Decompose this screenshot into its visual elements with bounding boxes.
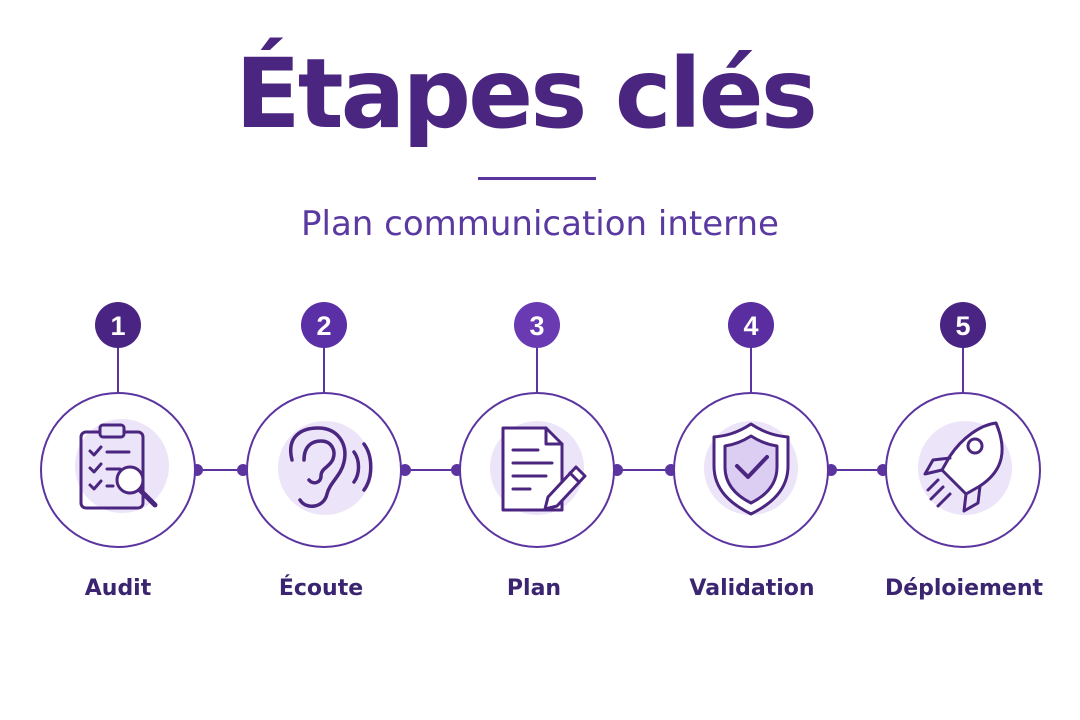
page-title: Étapes clés — [235, 38, 818, 150]
step-number: 2 — [316, 311, 331, 341]
step-2: 2 — [246, 302, 402, 548]
title-divider — [478, 177, 596, 180]
step-number: 3 — [529, 311, 544, 341]
step-5: 5 — [885, 302, 1041, 548]
rocket-icon — [918, 421, 1012, 515]
step-number: 1 — [110, 311, 125, 341]
step-label-deploiement: Déploiement — [884, 576, 1044, 601]
document-pencil-icon — [490, 421, 587, 515]
ear-icon — [278, 421, 373, 515]
step-number: 5 — [955, 311, 970, 341]
shield-check-icon — [704, 421, 798, 516]
step-number-badge — [301, 302, 347, 348]
step-number-badge — [95, 302, 141, 348]
step-number: 4 — [743, 311, 758, 341]
step-4: 4 — [673, 302, 829, 548]
step-label-audit: Audit — [84, 576, 152, 601]
page-subtitle: Plan communication interne — [301, 204, 779, 244]
step-3: 3 — [459, 302, 615, 548]
step-1: 1 — [40, 302, 196, 548]
step-number-badge — [940, 302, 986, 348]
step-number-badge — [728, 302, 774, 348]
clipboard-search-icon — [75, 419, 169, 513]
step-number-badge — [514, 302, 560, 348]
step-label-validation: Validation — [689, 576, 815, 601]
step-label-ecoute: Écoute — [278, 576, 364, 601]
step-label-plan: Plan — [506, 576, 562, 601]
